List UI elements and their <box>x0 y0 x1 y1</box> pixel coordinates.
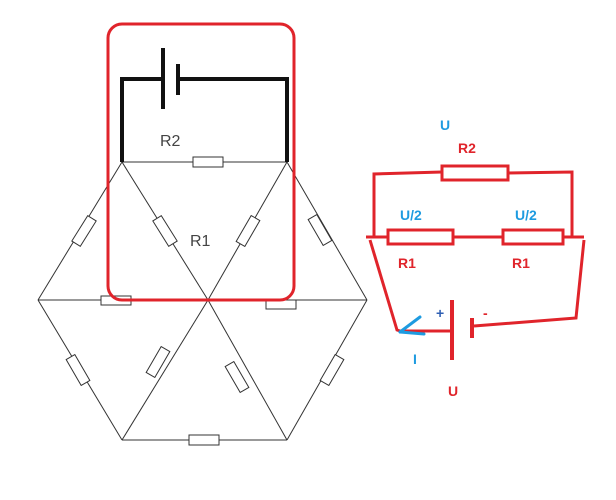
label-half-left: U/2 <box>400 207 422 223</box>
resistor-lower-left-edge <box>65 353 91 387</box>
label-r2-right: R2 <box>458 140 476 156</box>
label-r1-left: R1 <box>398 255 416 271</box>
label-minus: - <box>483 305 488 321</box>
hexagon-resistors <box>65 156 345 446</box>
resistor-spoke-top-left-r1 <box>152 214 178 248</box>
resistor-r2-equivalent <box>440 164 510 182</box>
red-wire-top <box>372 170 443 236</box>
label-r1-right: R1 <box>512 255 530 271</box>
simplified-circuit <box>366 164 586 360</box>
resistor-lower-right-edge <box>319 353 345 387</box>
red-wire-top-right <box>507 170 574 236</box>
black-wire-right <box>178 77 289 162</box>
label-half-right: U/2 <box>515 207 537 223</box>
current-arrow-icon <box>398 315 426 336</box>
resistor-spoke-bottom-left <box>145 345 171 379</box>
resistor-upper-right-edge <box>307 213 333 247</box>
red-wire-outer-right <box>473 239 586 328</box>
label-bottom-u: U <box>448 383 458 399</box>
resistor-bottom <box>188 434 220 446</box>
resistor-spoke-bottom-right <box>224 360 250 394</box>
resistor-r1-right <box>501 228 565 246</box>
label-current: I <box>413 351 417 367</box>
left-battery-circuit <box>120 48 289 162</box>
hex-edge-upper-right <box>286 161 368 301</box>
black-wire-left <box>120 77 163 162</box>
resistor-upper-left-edge <box>71 214 97 248</box>
resistor-top-r2 <box>192 156 224 168</box>
resistor-r1-left <box>386 228 455 246</box>
spoke-bottom-right <box>207 299 288 441</box>
spoke-bottom-left <box>121 299 209 441</box>
label-top-u: U <box>440 117 450 133</box>
label-plus: + <box>436 305 444 321</box>
resistor-spoke-top-right-r1 <box>235 214 261 248</box>
label-r1: R1 <box>190 233 211 250</box>
red-wire-outer-left <box>368 239 401 333</box>
highlight-frame <box>106 22 296 302</box>
label-r2: R2 <box>160 133 181 150</box>
